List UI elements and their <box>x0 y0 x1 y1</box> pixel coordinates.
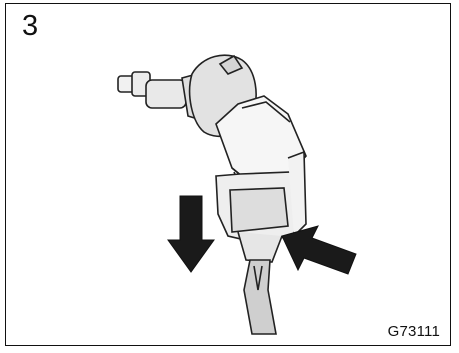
down-arrow-icon <box>168 196 214 272</box>
push-arrow-icon <box>282 226 356 274</box>
figure-code: G73111 <box>388 324 440 339</box>
headlight-bulb-illustration <box>6 4 452 347</box>
figure-frame: 3 <box>5 3 451 346</box>
bulb-wires <box>244 260 276 334</box>
